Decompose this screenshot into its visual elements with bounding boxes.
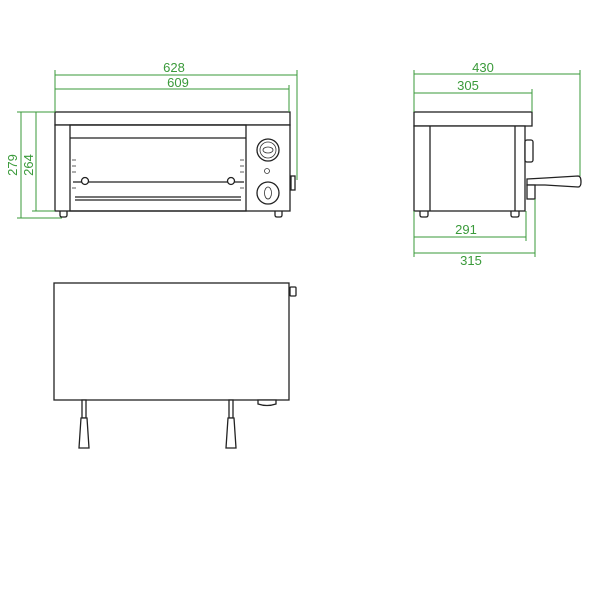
dim-315: 315 bbox=[460, 253, 482, 268]
side-knob bbox=[524, 139, 534, 163]
foot-right bbox=[274, 211, 283, 218]
indicator-light bbox=[264, 168, 270, 174]
front-view bbox=[54, 111, 296, 218]
top-body bbox=[53, 282, 290, 401]
side-connector bbox=[290, 175, 296, 191]
grill-rack bbox=[72, 159, 244, 189]
side-connector-bracket bbox=[526, 184, 536, 200]
dim-279: 279 bbox=[5, 154, 20, 176]
foot-left bbox=[59, 211, 68, 218]
handle-right bbox=[225, 399, 237, 449]
control-knob-bottom bbox=[256, 181, 280, 205]
dim-264: 264 bbox=[21, 154, 36, 176]
handle-left bbox=[78, 399, 90, 449]
front-opening bbox=[69, 124, 247, 212]
front-top-slab bbox=[54, 111, 291, 126]
top-bracket bbox=[257, 399, 277, 407]
side-top-slab bbox=[413, 111, 533, 127]
dim-609: 609 bbox=[167, 75, 189, 90]
top-connector bbox=[289, 286, 297, 297]
side-view bbox=[413, 111, 582, 218]
dim-291: 291 bbox=[455, 222, 477, 237]
side-body bbox=[413, 125, 526, 212]
side-dimensions: 430 305 291 315 bbox=[413, 60, 581, 268]
dim-305: 305 bbox=[457, 78, 479, 93]
dim-628: 628 bbox=[163, 60, 185, 75]
front-dimensions: 628 609 279 264 bbox=[5, 60, 298, 219]
top-view bbox=[53, 282, 297, 449]
control-knob-top bbox=[256, 138, 280, 162]
dim-430: 430 bbox=[472, 60, 494, 75]
side-handle bbox=[526, 175, 582, 188]
